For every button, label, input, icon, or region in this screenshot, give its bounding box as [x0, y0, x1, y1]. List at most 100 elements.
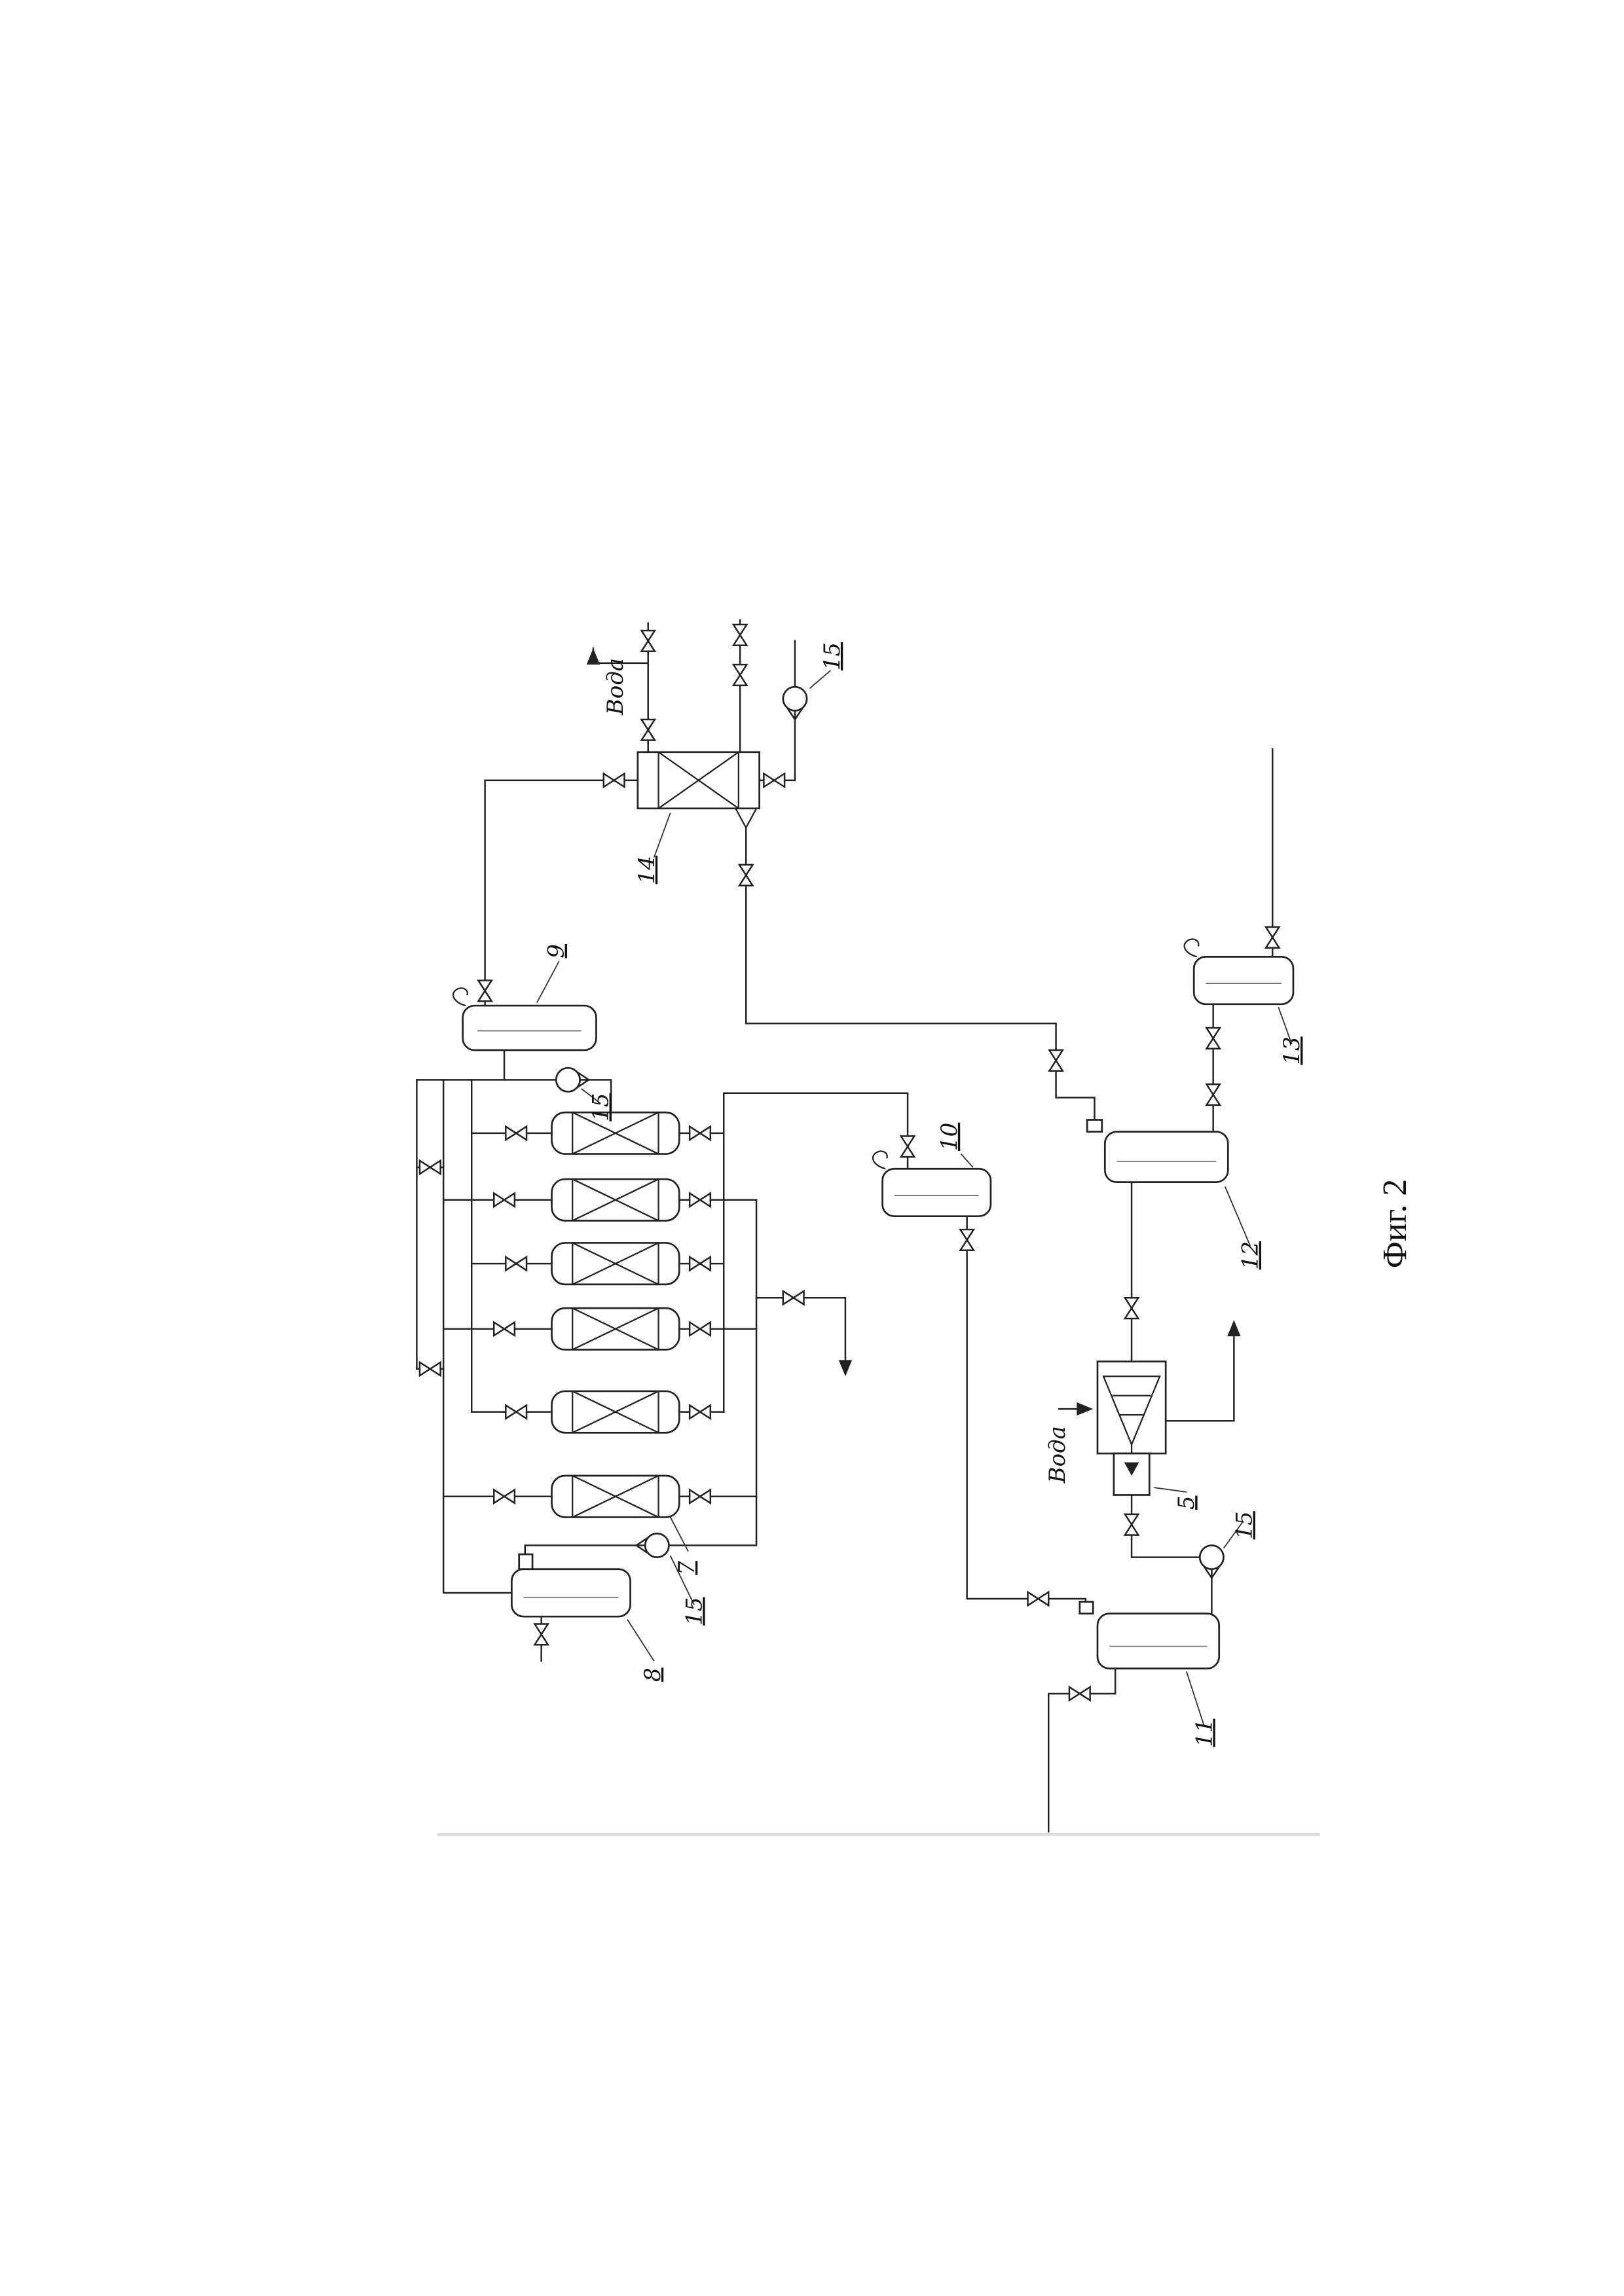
valve-icon	[688, 1256, 712, 1271]
figure-caption: Фиг. 2	[1376, 1179, 1414, 1269]
valve-icon	[418, 1159, 441, 1175]
pipe	[1164, 1323, 1235, 1422]
valve-icon	[738, 864, 754, 886]
valve-icon	[1124, 1297, 1139, 1320]
valve-icon	[732, 663, 748, 687]
vessel-11	[1079, 1601, 1221, 1669]
vessel-10	[872, 1150, 992, 1218]
exchanger-internals	[657, 751, 740, 809]
leader-line	[627, 1619, 655, 1662]
lifting-lug-icon	[1183, 938, 1200, 958]
label-pump-circulation-15: 15	[681, 1597, 707, 1626]
label-column-5: 5	[1173, 1495, 1200, 1510]
drain-funnel-icon	[734, 807, 758, 829]
lifting-lug-icon	[452, 987, 468, 1007]
pipe	[442, 1079, 513, 1594]
vessel-shell	[1103, 1131, 1229, 1183]
valve-icon	[900, 1135, 915, 1158]
reactor-5	[551, 1390, 680, 1434]
valve-icon	[1124, 1513, 1139, 1536]
flow-arrow-icon	[586, 648, 600, 665]
valve-icon	[688, 1404, 712, 1420]
flow-arrow-icon	[1227, 1320, 1241, 1337]
label-vessel-9: 9	[544, 944, 570, 958]
label-reactors-7: 7	[674, 1561, 700, 1575]
column-5	[1096, 1360, 1167, 1496]
flow-arrow-icon	[1077, 1402, 1094, 1416]
valve-icon	[492, 1192, 516, 1208]
label-vessel-12: 12	[1238, 1241, 1264, 1269]
reactor-bank-7	[551, 1111, 680, 1518]
nozzle	[1079, 1601, 1094, 1615]
label-vessel-8: 8	[640, 1667, 666, 1682]
valve-icon	[1068, 1686, 1091, 1702]
valve-icon	[534, 1623, 549, 1646]
leader-line	[669, 1517, 689, 1552]
valve-icon	[688, 1489, 712, 1504]
valve-icon	[640, 718, 656, 741]
label-vessel-10: 10	[936, 1123, 963, 1151]
nozzle	[1086, 1119, 1103, 1133]
label-pump-feed-15: 15	[588, 1093, 614, 1121]
valve-icon	[418, 1361, 441, 1377]
column-shell	[1096, 1360, 1167, 1455]
valve-icon	[505, 1404, 528, 1420]
pipe	[755, 1297, 847, 1373]
reactor-6	[551, 1474, 680, 1518]
water-label-column: Вода	[1044, 1426, 1071, 1484]
valve-icon	[688, 1321, 712, 1337]
reactor-1	[551, 1111, 680, 1155]
vessel-shell	[1096, 1613, 1221, 1669]
valve-icon	[477, 979, 493, 1002]
valve-icon	[492, 1321, 516, 1337]
label-pump-top-15: 15	[819, 642, 845, 670]
vessel-shell	[511, 1568, 631, 1618]
valve-icon	[640, 629, 656, 653]
leader-line	[653, 812, 671, 858]
pipe	[745, 827, 1096, 1121]
leader-line	[1186, 1671, 1205, 1727]
reactor-4	[551, 1307, 680, 1351]
valve-icon	[1027, 1591, 1050, 1607]
leader-line	[581, 1088, 601, 1104]
valve-icon	[763, 773, 786, 788]
column-cone	[1102, 1376, 1161, 1454]
vessel-shell	[1192, 955, 1295, 1006]
valve-icon	[492, 1489, 516, 1504]
pipe	[758, 710, 796, 782]
lifting-lug-icon	[872, 1150, 888, 1170]
nozzle	[518, 1553, 534, 1571]
label-pump-bottoms-15: 15	[1232, 1511, 1258, 1539]
label-exchanger-14: 14	[634, 856, 660, 884]
pipe	[484, 779, 639, 1007]
valve-icon	[732, 623, 748, 646]
pipe	[966, 1215, 1087, 1603]
vessel-9	[452, 987, 597, 1051]
valve-icon	[1206, 1083, 1221, 1106]
vessel-12	[1086, 1119, 1229, 1183]
leader-line	[1223, 1521, 1244, 1549]
vessel-shell	[462, 1004, 597, 1051]
reactor-3	[551, 1242, 680, 1286]
valve-icon	[688, 1192, 712, 1208]
leader-line	[1278, 1007, 1293, 1045]
leader-line	[960, 1153, 974, 1168]
heat-exchanger-14	[637, 751, 760, 810]
pipe	[722, 1092, 909, 1413]
vessel-13	[1183, 938, 1295, 1006]
valve-icon	[505, 1256, 528, 1271]
valve-icon	[782, 1290, 805, 1305]
pipe	[579, 1079, 612, 1114]
pipe	[524, 1544, 646, 1556]
valve-icon	[1048, 1049, 1064, 1072]
valve-icon	[959, 1228, 975, 1252]
valve-icon	[1264, 926, 1280, 949]
label-vessel-11: 11	[1191, 1719, 1217, 1747]
leader-line	[536, 960, 560, 1003]
valve-icon	[505, 1125, 528, 1141]
flow-arrow-icon	[838, 1360, 853, 1377]
water-label-top: Вода	[602, 658, 629, 716]
vessel-shell	[881, 1167, 992, 1218]
